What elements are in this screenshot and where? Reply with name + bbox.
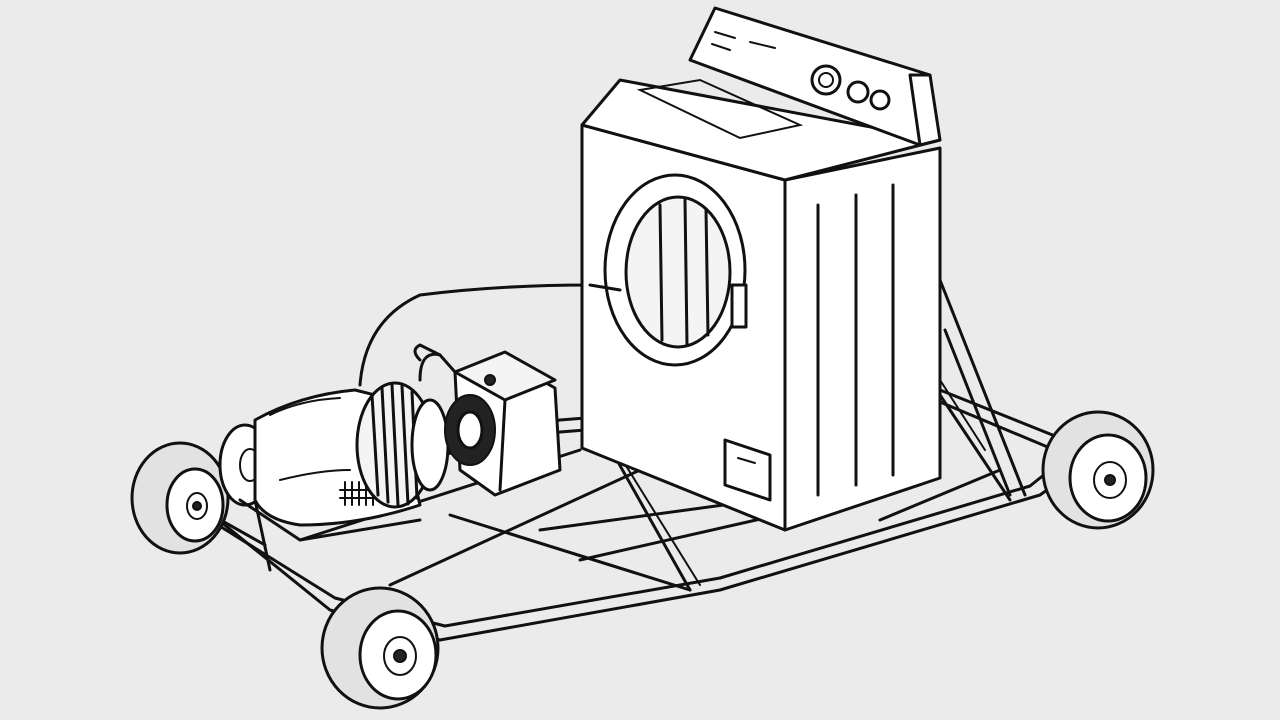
washer-side-panel: [783, 146, 942, 532]
washer-support-strut-3: [939, 379, 986, 451]
motor-fins: [370, 383, 419, 507]
battery-box-top: [453, 350, 557, 402]
power-cable-2: [418, 352, 442, 382]
washer-bottom-drawer[interactable]: [723, 438, 772, 502]
washer-knob-main[interactable]: [810, 64, 842, 96]
wheel-rear-right: [1041, 410, 1155, 530]
battery-terminal: [484, 374, 496, 386]
washer-door-glass: [624, 195, 732, 349]
washer-labels: [711, 31, 776, 51]
washer-support-strut-1: [938, 278, 1027, 497]
washing-machine: [580, 6, 942, 532]
washer-drum-ribs: [658, 198, 710, 347]
wheel-front-right: [320, 586, 440, 710]
washer-knob-2[interactable]: [846, 80, 870, 104]
washer-support-strut-2: [943, 328, 1012, 497]
frame-cross-6: [878, 468, 1002, 522]
power-cable: [358, 280, 612, 387]
battery-box: [413, 343, 562, 497]
electric-motor: [218, 381, 450, 542]
washer-door[interactable]: [603, 173, 748, 367]
washer-knob-3[interactable]: [869, 89, 891, 111]
frame-cross-3: [448, 513, 692, 592]
washer-control-knobs[interactable]: [810, 64, 891, 111]
wheel-front-left: [130, 441, 230, 555]
frame-cross-7: [938, 393, 1012, 502]
washer-top-lid: [636, 78, 804, 140]
washer-side-grooves: [816, 183, 895, 497]
frame-cross-2: [388, 468, 642, 587]
washer-door-handle[interactable]: [730, 283, 748, 329]
